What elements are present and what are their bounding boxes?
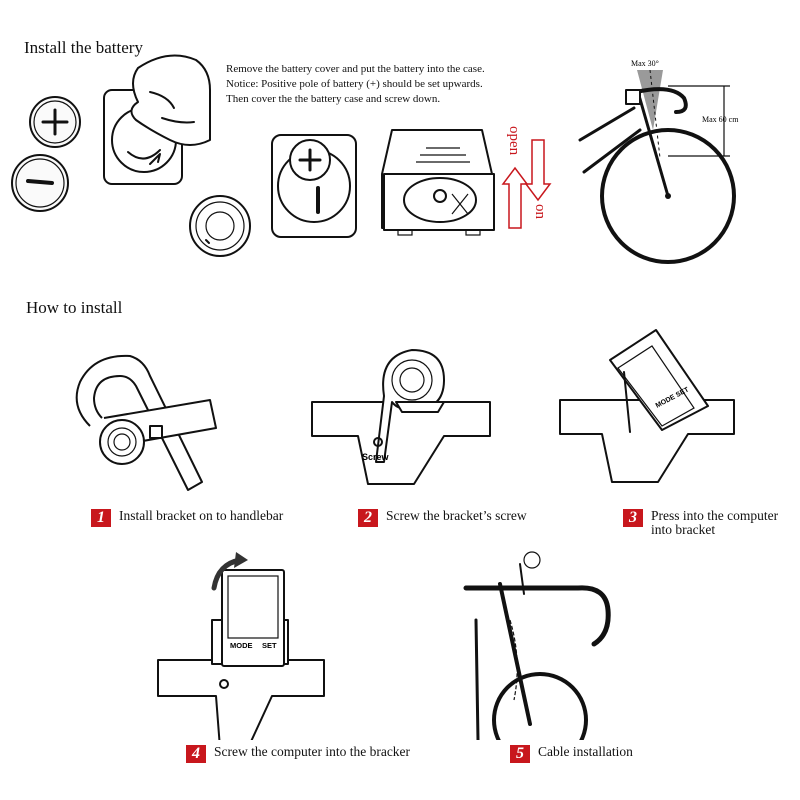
instruction-line-1: Remove the battery cover and put the bat… [226,63,485,75]
step4-mode-label: MODE [230,641,253,650]
battery-section-title: Install the battery [24,38,143,57]
step-1-text: Install bracket on to handlebar [119,508,284,523]
step-4-caption: 4 Screw the computer into the bracker [186,745,410,763]
step-3-caption: 3 Press into the computer into bracket [623,509,778,537]
battery-plus-icon [29,96,81,148]
max-angle-label: Max 30° [631,59,659,68]
install-illustrations: Screw MODE SET MODE SET [75,329,735,740]
step4-set-label: SET [262,641,277,650]
on-arrow-icon [524,139,552,202]
step5-cable-installation-icon [463,551,611,740]
instruction-line-3: Then cover the the battery case and scre… [226,93,441,105]
step-4-number: 4 [186,745,206,763]
step-5-number: 5 [510,745,530,763]
step-2-number: 2 [358,509,378,527]
open-label: open [506,126,522,156]
step-3-text-line2: into bracket [651,522,716,537]
step-4-text: Screw the computer into the bracker [214,744,411,759]
step3-press-computer-icon [559,329,735,483]
max-distance-label: Max 60 cm [702,115,739,124]
open-arrow-icon [501,166,529,229]
device-back-icon [381,129,495,236]
angle-cone [637,70,663,130]
bike-front-angle-icon [578,69,736,264]
screw-label: Screw [362,452,390,462]
battery-case-icon [271,134,357,238]
hand-opening-cover-icon [103,54,211,185]
step-3-text: Press into the computer [651,508,779,523]
battery-instructions: Remove the battery cover and put the bat… [226,62,526,107]
battery-cover-icon [189,195,251,257]
step4-screw-computer-icon [157,552,325,740]
step-2-text: Screw the bracket’s screw [386,508,527,523]
battery-minus-icon [11,154,69,212]
on-label: on [532,204,548,220]
install-section-title: How to install [26,298,123,317]
step-1-number: 1 [91,509,111,527]
step-5-caption: 5 Cable installation [510,745,633,763]
step-3-number: 3 [623,509,643,527]
step1-handlebar-bracket-icon [75,354,217,491]
step-2-caption: 2 Screw the bracket’s screw [358,509,527,527]
step2-bracket-screw-icon [311,349,491,485]
step-1-caption: 1 Install bracket on to handlebar [91,509,283,527]
battery-illustrations: open on Max 30° Max 60 cm [11,54,739,264]
instruction-line-2: Notice: Positive pole of battery (+) sho… [226,78,483,90]
step-5-text: Cable installation [538,744,633,759]
